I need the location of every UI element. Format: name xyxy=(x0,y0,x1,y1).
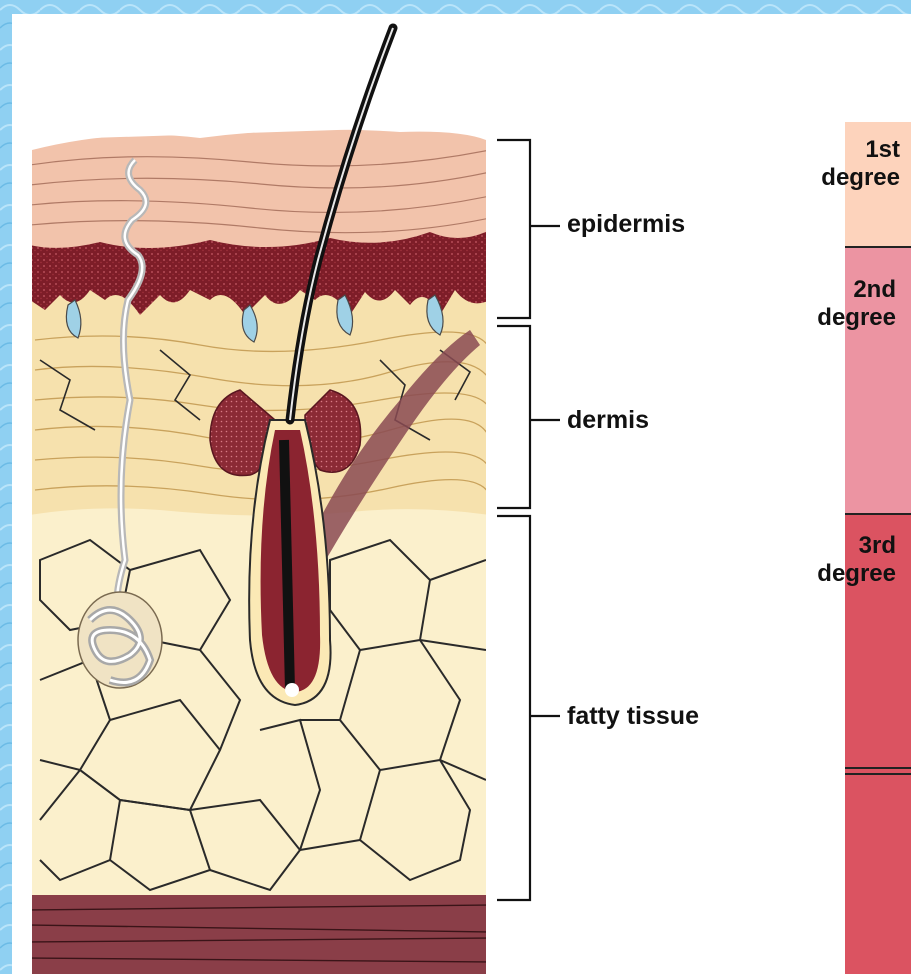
dermis-bracket xyxy=(497,326,560,508)
first-degree-label: 1st degree xyxy=(800,136,900,192)
epidermis-layer xyxy=(30,125,490,248)
third-degree-label: 3rd degree xyxy=(796,532,896,588)
layer-brackets xyxy=(497,140,560,900)
label-epidermis: epidermis xyxy=(567,212,685,237)
first-degree-number: 1st xyxy=(800,136,900,164)
third-degree-word: degree xyxy=(796,560,896,588)
epidermis-bracket xyxy=(497,140,560,318)
label-fatty-tissue: fatty tissue xyxy=(567,704,699,729)
skin-layers xyxy=(30,125,490,974)
third-degree-number: 3rd xyxy=(796,532,896,560)
second-degree-word: degree xyxy=(796,304,896,332)
fatty-tissue-bracket xyxy=(497,516,560,900)
sweat-gland-coil xyxy=(78,592,162,688)
second-degree-label: 2nd degree xyxy=(796,276,896,332)
second-degree-number: 2nd xyxy=(796,276,896,304)
first-degree-word: degree xyxy=(800,164,900,192)
label-dermis: dermis xyxy=(567,408,649,433)
